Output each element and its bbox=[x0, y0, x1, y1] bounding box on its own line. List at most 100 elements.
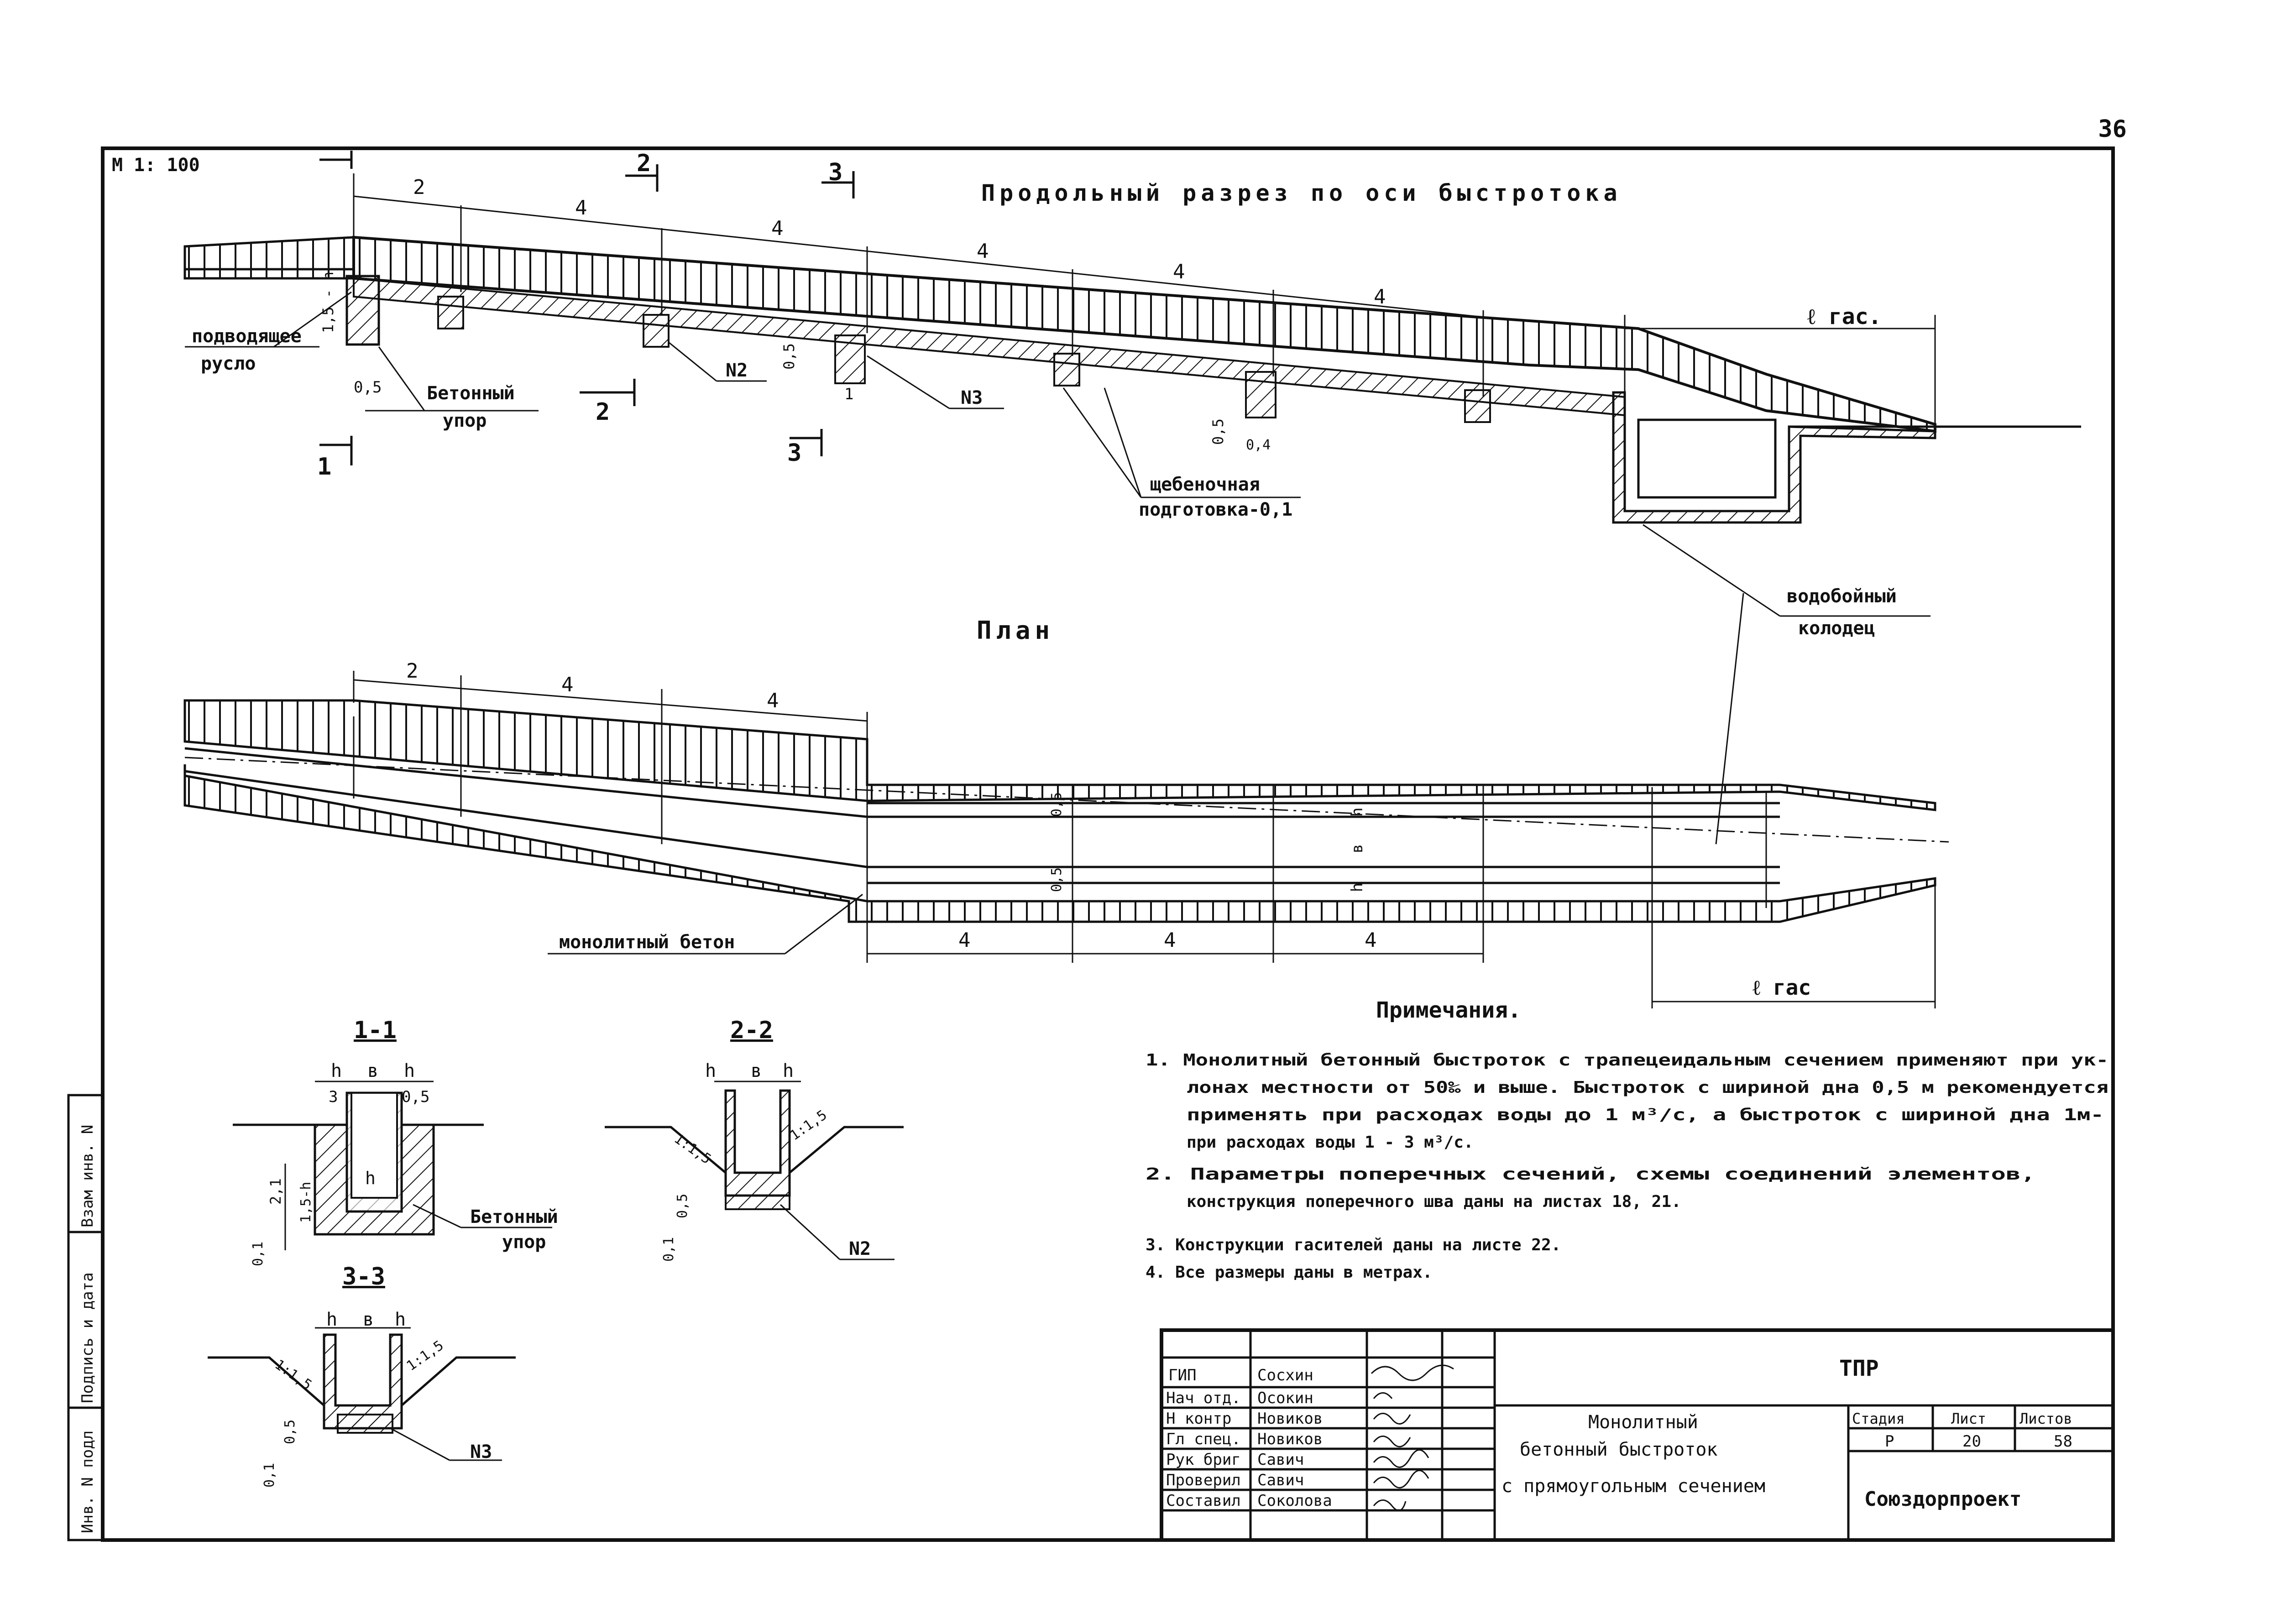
s11-h-right: h bbox=[404, 1060, 415, 1081]
label-n3: N3 bbox=[961, 387, 983, 408]
note-line: лонах местности от 50‰ и выше. Быстроток… bbox=[1187, 1078, 2108, 1097]
s11-label-2: упор bbox=[502, 1232, 546, 1253]
section-1-1-title: 1-1 bbox=[354, 1017, 397, 1044]
label-approach-2: русло bbox=[201, 353, 256, 374]
section-mark-1: 1 bbox=[317, 151, 353, 480]
dim-0-4: 0,4 bbox=[1246, 437, 1271, 453]
page-number: 36 bbox=[2098, 115, 2127, 143]
dim-4: 4 bbox=[1374, 285, 1386, 308]
dim-0-5-c: 0,5 bbox=[1209, 418, 1227, 445]
scale-label: М 1: 100 bbox=[112, 155, 200, 176]
svg-text:1: 1 bbox=[317, 453, 331, 480]
stage-value: Р bbox=[1885, 1432, 1894, 1451]
s33-dim-0-1: 0,1 bbox=[262, 1463, 277, 1488]
note-line: применять при расходах воды до 1 м³/с, а… bbox=[1187, 1106, 2104, 1124]
plan-dim-4: 4 bbox=[561, 673, 574, 696]
s11-b: в bbox=[367, 1060, 378, 1081]
role-gip: ГИП bbox=[1168, 1366, 1196, 1384]
plan-dim-4: 4 bbox=[767, 689, 779, 712]
plan-l-gas: ℓ гас bbox=[1753, 975, 1811, 1000]
label-n2: N2 bbox=[726, 360, 748, 381]
s22-label-n2: N2 bbox=[849, 1238, 871, 1259]
cross-section-2-2: 2-2 h в h 1:1,5 1:1,5 0,5 0,1 N2 bbox=[605, 1017, 904, 1262]
sheets-value: 58 bbox=[2054, 1432, 2072, 1451]
role-head-dept: Нач отд. bbox=[1166, 1389, 1241, 1407]
section-3-3-title: 3-3 bbox=[342, 1263, 385, 1290]
label-stop-1: Бетонный bbox=[427, 383, 515, 404]
s11-label-1: Бетонный bbox=[470, 1206, 558, 1227]
role-checked: Проверил bbox=[1166, 1471, 1241, 1489]
label-well-2: колодец bbox=[1798, 618, 1875, 639]
cross-section-1-1: 1-1 h в h 3 0,5 h 2,1 1,5-h 0,1 Бетонный… bbox=[233, 1017, 558, 1266]
s22-slope-left: 1:1,5 bbox=[671, 1131, 714, 1167]
stamp-signature-date: Подпись и дата bbox=[78, 1272, 97, 1403]
s33-b: в bbox=[363, 1309, 374, 1330]
s33-slope-right: 1:1,5 bbox=[404, 1337, 447, 1374]
s33-label-n3: N3 bbox=[470, 1441, 492, 1462]
s11-dim-0-1: 0,1 bbox=[250, 1242, 266, 1266]
plan-h-2: h bbox=[1348, 883, 1366, 892]
label-stop-2: упор bbox=[443, 410, 487, 431]
joint-tooth bbox=[643, 314, 670, 348]
s22-b: в bbox=[751, 1060, 762, 1081]
plan-dim-4: 4 bbox=[958, 929, 971, 952]
name-team-lead: Савич bbox=[1257, 1451, 1304, 1469]
name-compiled: Соколова bbox=[1257, 1492, 1332, 1510]
svg-text:2: 2 bbox=[596, 398, 610, 426]
plan-dim-2: 2 bbox=[406, 659, 419, 683]
dim-4: 4 bbox=[1173, 260, 1185, 283]
dim-1-5-h: 1,5 - h bbox=[319, 272, 337, 333]
plan-view: План 2 4 4 bbox=[183, 593, 1949, 1008]
s22-dim-0-5: 0,5 bbox=[675, 1194, 691, 1218]
svg-text:2: 2 bbox=[637, 150, 651, 177]
section-2-2-title: 2-2 bbox=[730, 1017, 773, 1044]
label-gravel-1: щебеночная bbox=[1150, 474, 1260, 495]
svg-text:3: 3 bbox=[787, 439, 801, 467]
dim-4: 4 bbox=[771, 217, 784, 240]
note-line: 2. Параметры поперечных сечений, схемы с… bbox=[1146, 1165, 2035, 1184]
notes-block: Примечания. 1. Монолитный бетонный быстр… bbox=[1146, 997, 2108, 1282]
desc-line-2: бетонный быстроток bbox=[1520, 1439, 1717, 1460]
dim-4: 4 bbox=[575, 196, 587, 219]
s11-dim-0-5: 0,5 bbox=[402, 1088, 429, 1106]
s11-dim-3: 3 bbox=[329, 1088, 338, 1106]
role-chief-spec: Гл спец. bbox=[1166, 1430, 1241, 1448]
sheets-header: Листов bbox=[2019, 1410, 2072, 1427]
sheet-value: 20 bbox=[1962, 1432, 1981, 1451]
role-norm-control: Н контр bbox=[1166, 1410, 1231, 1428]
stage-header: Стадия bbox=[1852, 1410, 1905, 1427]
desc-line-3: с прямоугольным сечением bbox=[1501, 1476, 1765, 1497]
section-mark-3: 3 3 bbox=[787, 159, 855, 467]
plan-h-1: h bbox=[1348, 808, 1366, 817]
organization: Союздорпроект bbox=[1864, 1488, 2021, 1511]
chute-slab bbox=[352, 235, 1936, 433]
stamp-inv-number: Инв. N подл bbox=[78, 1431, 97, 1533]
label-well-1: водобойный bbox=[1787, 586, 1897, 607]
role-team-lead: Рук бриг bbox=[1166, 1451, 1241, 1469]
s22-h-right: h bbox=[783, 1060, 794, 1081]
joint-tooth bbox=[834, 334, 866, 384]
note-line: 1. Монолитный бетонный быстроток с трапе… bbox=[1146, 1051, 2108, 1070]
dim-4: 4 bbox=[977, 240, 989, 263]
note-line: 4. Все размеры даны в метрах. bbox=[1146, 1263, 1433, 1282]
dim-2: 2 bbox=[413, 176, 425, 199]
s33-h-right: h bbox=[395, 1309, 406, 1330]
note-line: 3. Конструкции гасителей даны на листе 2… bbox=[1146, 1236, 1561, 1254]
s11-inner-h: h bbox=[365, 1168, 376, 1188]
plan-title: План bbox=[977, 616, 1054, 645]
s33-dim-0-5: 0,5 bbox=[282, 1420, 298, 1444]
plan-dim-4: 4 bbox=[1365, 929, 1377, 952]
s11-dim-2-1: 2,1 bbox=[267, 1178, 284, 1205]
name-chief-spec: Новиков bbox=[1257, 1430, 1323, 1448]
name-head-dept: Осокин bbox=[1257, 1389, 1313, 1407]
title-block: ГИП Нач отд. Н контр Гл спец. Рук бриг П… bbox=[1160, 1328, 2115, 1542]
plan-dim-0-5-a: 0,5 bbox=[1049, 792, 1065, 817]
name-gip: Сосхин bbox=[1257, 1366, 1313, 1384]
desc-line-1: Монолитный bbox=[1588, 1412, 1698, 1433]
s22-h-left: h bbox=[705, 1060, 716, 1081]
plan-b: в bbox=[1348, 844, 1366, 853]
s11-dim-1-5-h: 1,5-h bbox=[298, 1182, 314, 1223]
s22-dim-0-1: 0,1 bbox=[661, 1237, 677, 1262]
cross-section-3-3: 3-3 h в h 1:1,5 1:1,5 0,5 0,1 N3 bbox=[208, 1263, 516, 1488]
